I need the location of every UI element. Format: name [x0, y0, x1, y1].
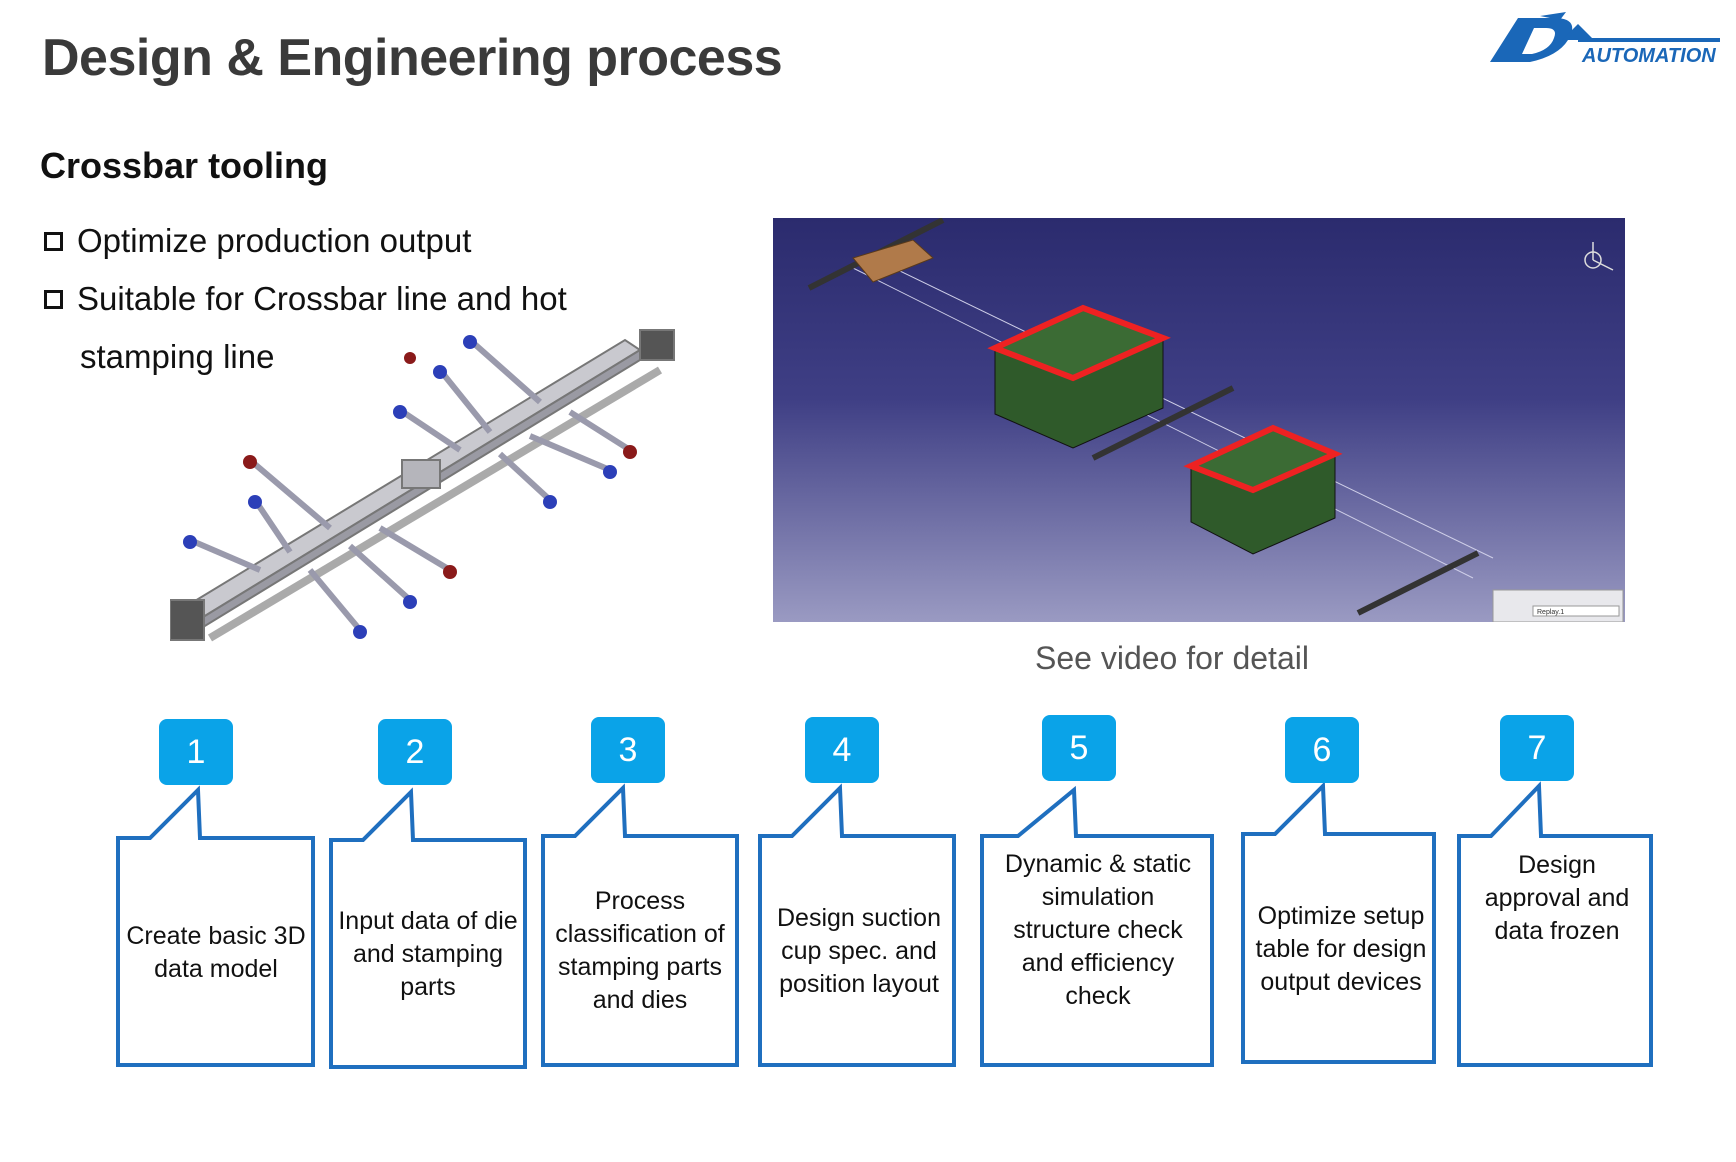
video-caption: See video for detail: [1035, 640, 1309, 676]
step-label: Process classification of stamping parts…: [555, 887, 725, 1014]
bullet-continuation: stamping line: [80, 338, 275, 375]
company-logo: AUTOMATION: [1490, 12, 1720, 67]
checkbox-square-icon: [44, 232, 63, 251]
bullet-text: Optimize production output: [77, 222, 472, 259]
step-label: Design approval and data frozen: [1484, 850, 1630, 945]
logo-text: AUTOMATION: [1581, 45, 1716, 67]
step-number-badge: 2: [378, 719, 452, 785]
step-label: Dynamic & static simulation structure ch…: [1004, 849, 1192, 1010]
page-title: Design & Engineering process: [42, 29, 783, 87]
simulation-video-still[interactable]: Replay.1: [773, 218, 1625, 622]
step-number-badge: 4: [805, 717, 879, 783]
step-number-badge: 5: [1042, 715, 1116, 781]
step-label: Create basic 3D data model: [126, 922, 306, 983]
step-number-badge: 1: [159, 719, 233, 785]
crossbar-tooling-image: [170, 329, 675, 642]
step-number-badge: 3: [591, 717, 665, 783]
bullet-list: Optimize production output Suitable for …: [44, 212, 567, 386]
section-subtitle: Crossbar tooling: [40, 145, 329, 186]
bullet-item: Optimize production output: [44, 212, 567, 270]
checkbox-square-icon: [44, 290, 63, 309]
step-number-badge: 7: [1500, 715, 1574, 781]
step-label: Input data of die and stamping parts: [338, 906, 518, 1001]
axis-compass-icon: [1584, 242, 1614, 271]
bullet-text: Suitable for Crossbar line and hot: [77, 280, 567, 317]
simulation-scene: Replay.1: [807, 218, 1624, 622]
step-number-badge: 6: [1285, 717, 1359, 783]
step-label: Design suction cup spec. and position la…: [777, 903, 941, 998]
bullet-item: Suitable for Crossbar line and hot: [44, 270, 567, 328]
viewer-panel-text: Replay.1: [1537, 609, 1564, 616]
step-label: Optimize setup table for design output d…: [1255, 901, 1427, 996]
